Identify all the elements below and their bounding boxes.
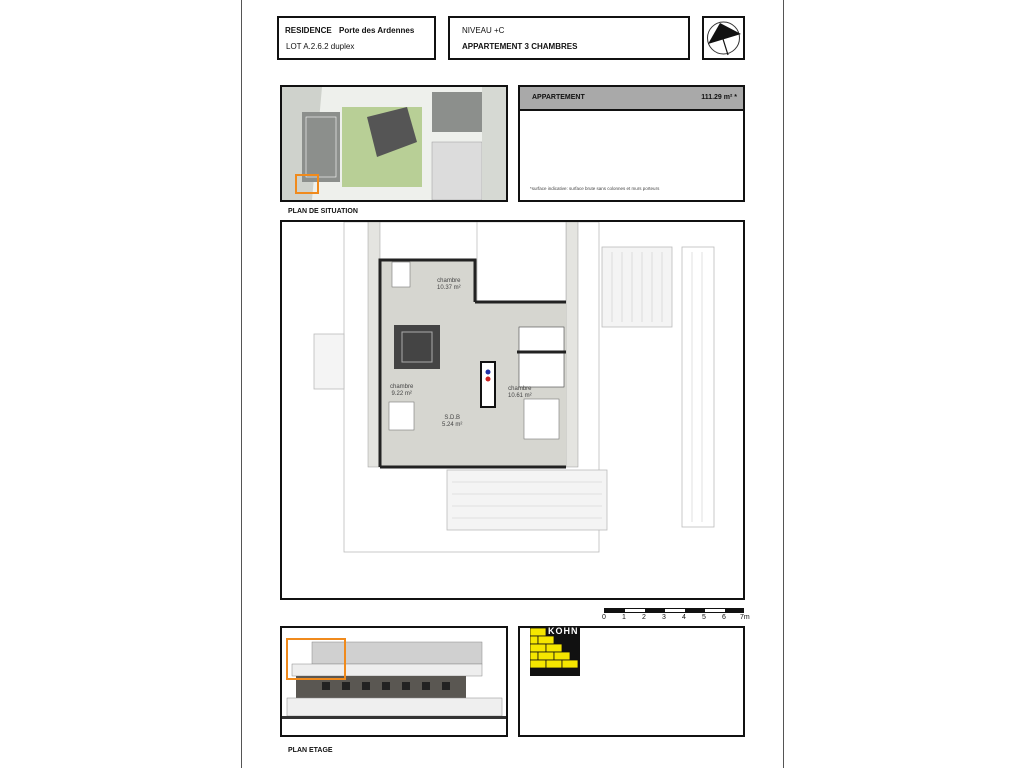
room-label-1: chambre 10.37 m² bbox=[437, 278, 461, 292]
room-area-2: 9.22 m² bbox=[391, 391, 412, 397]
scale-tick: 0 bbox=[602, 614, 606, 621]
room-label-3: S.D.B 5.24 m² bbox=[442, 415, 462, 429]
room-label-4: chambre 10.61 m² bbox=[508, 386, 532, 400]
situation-caption: PLAN DE SITUATION bbox=[288, 208, 358, 215]
compass-box bbox=[702, 16, 745, 60]
scale-tick: 5 bbox=[702, 614, 706, 621]
scale-tick: 2 bbox=[642, 614, 646, 621]
floor-plan: chambre 10.37 m² chambre 9.22 m² S.D.B 5… bbox=[280, 220, 745, 600]
brick-logo-icon bbox=[529, 627, 579, 669]
room-name-1: chambre bbox=[437, 278, 461, 284]
surface-title: APPARTEMENT bbox=[532, 94, 585, 101]
surface-footnote: *surface indicative: surface brute sans … bbox=[530, 186, 660, 191]
appartement-type: APPARTEMENT 3 CHAMBRES bbox=[462, 42, 578, 51]
scale-tick: 7m bbox=[740, 614, 750, 621]
elevation-caption: PLAN ETAGE bbox=[288, 747, 333, 754]
lot-label: LOT A.2.6.2 duplex bbox=[286, 42, 355, 51]
kohn-logo: KOHN bbox=[529, 626, 580, 676]
surface-header: APPARTEMENT 111.29 m² * bbox=[520, 87, 743, 111]
scale-tick: 4 bbox=[682, 614, 686, 621]
niveau-box: NIVEAU +C APPARTEMENT 3 CHAMBRES bbox=[448, 16, 690, 60]
room-name-4: chambre bbox=[508, 386, 532, 392]
scale-tick: 3 bbox=[662, 614, 666, 621]
room-label-2: chambre 9.22 m² bbox=[390, 384, 413, 398]
residence-name: Porte des Ardennes bbox=[339, 26, 415, 35]
logo-text: KOHN bbox=[548, 626, 579, 636]
scale-tick: 6 bbox=[722, 614, 726, 621]
surface-box: APPARTEMENT 111.29 m² * *surface indicat… bbox=[518, 85, 745, 202]
elevation-drawing bbox=[282, 638, 506, 719]
situation-map-drawing bbox=[282, 87, 506, 200]
elevation-view bbox=[280, 626, 508, 737]
floor-plan-drawing bbox=[313, 222, 715, 553]
room-name-2: chambre bbox=[390, 384, 414, 390]
situation-map bbox=[280, 85, 508, 202]
niveau-label: NIVEAU +C bbox=[462, 26, 505, 35]
logo-box: KOHN bbox=[518, 626, 745, 737]
residence-box: RESIDENCE Porte des Ardennes LOT A.2.6.2… bbox=[277, 16, 436, 60]
room-area-3: 5.24 m² bbox=[442, 422, 463, 428]
scale-bar: 0 1 2 3 4 5 6 7m bbox=[602, 608, 750, 624]
room-name-3: S.D.B bbox=[444, 415, 460, 421]
residence-label: RESIDENCE bbox=[285, 26, 332, 35]
room-area-4: 10.61 m² bbox=[508, 393, 532, 399]
surface-value: 111.29 m² * bbox=[701, 94, 737, 101]
scale-tick: 1 bbox=[622, 614, 626, 621]
room-area-1: 10.37 m² bbox=[437, 285, 461, 291]
north-compass-icon bbox=[707, 21, 741, 56]
